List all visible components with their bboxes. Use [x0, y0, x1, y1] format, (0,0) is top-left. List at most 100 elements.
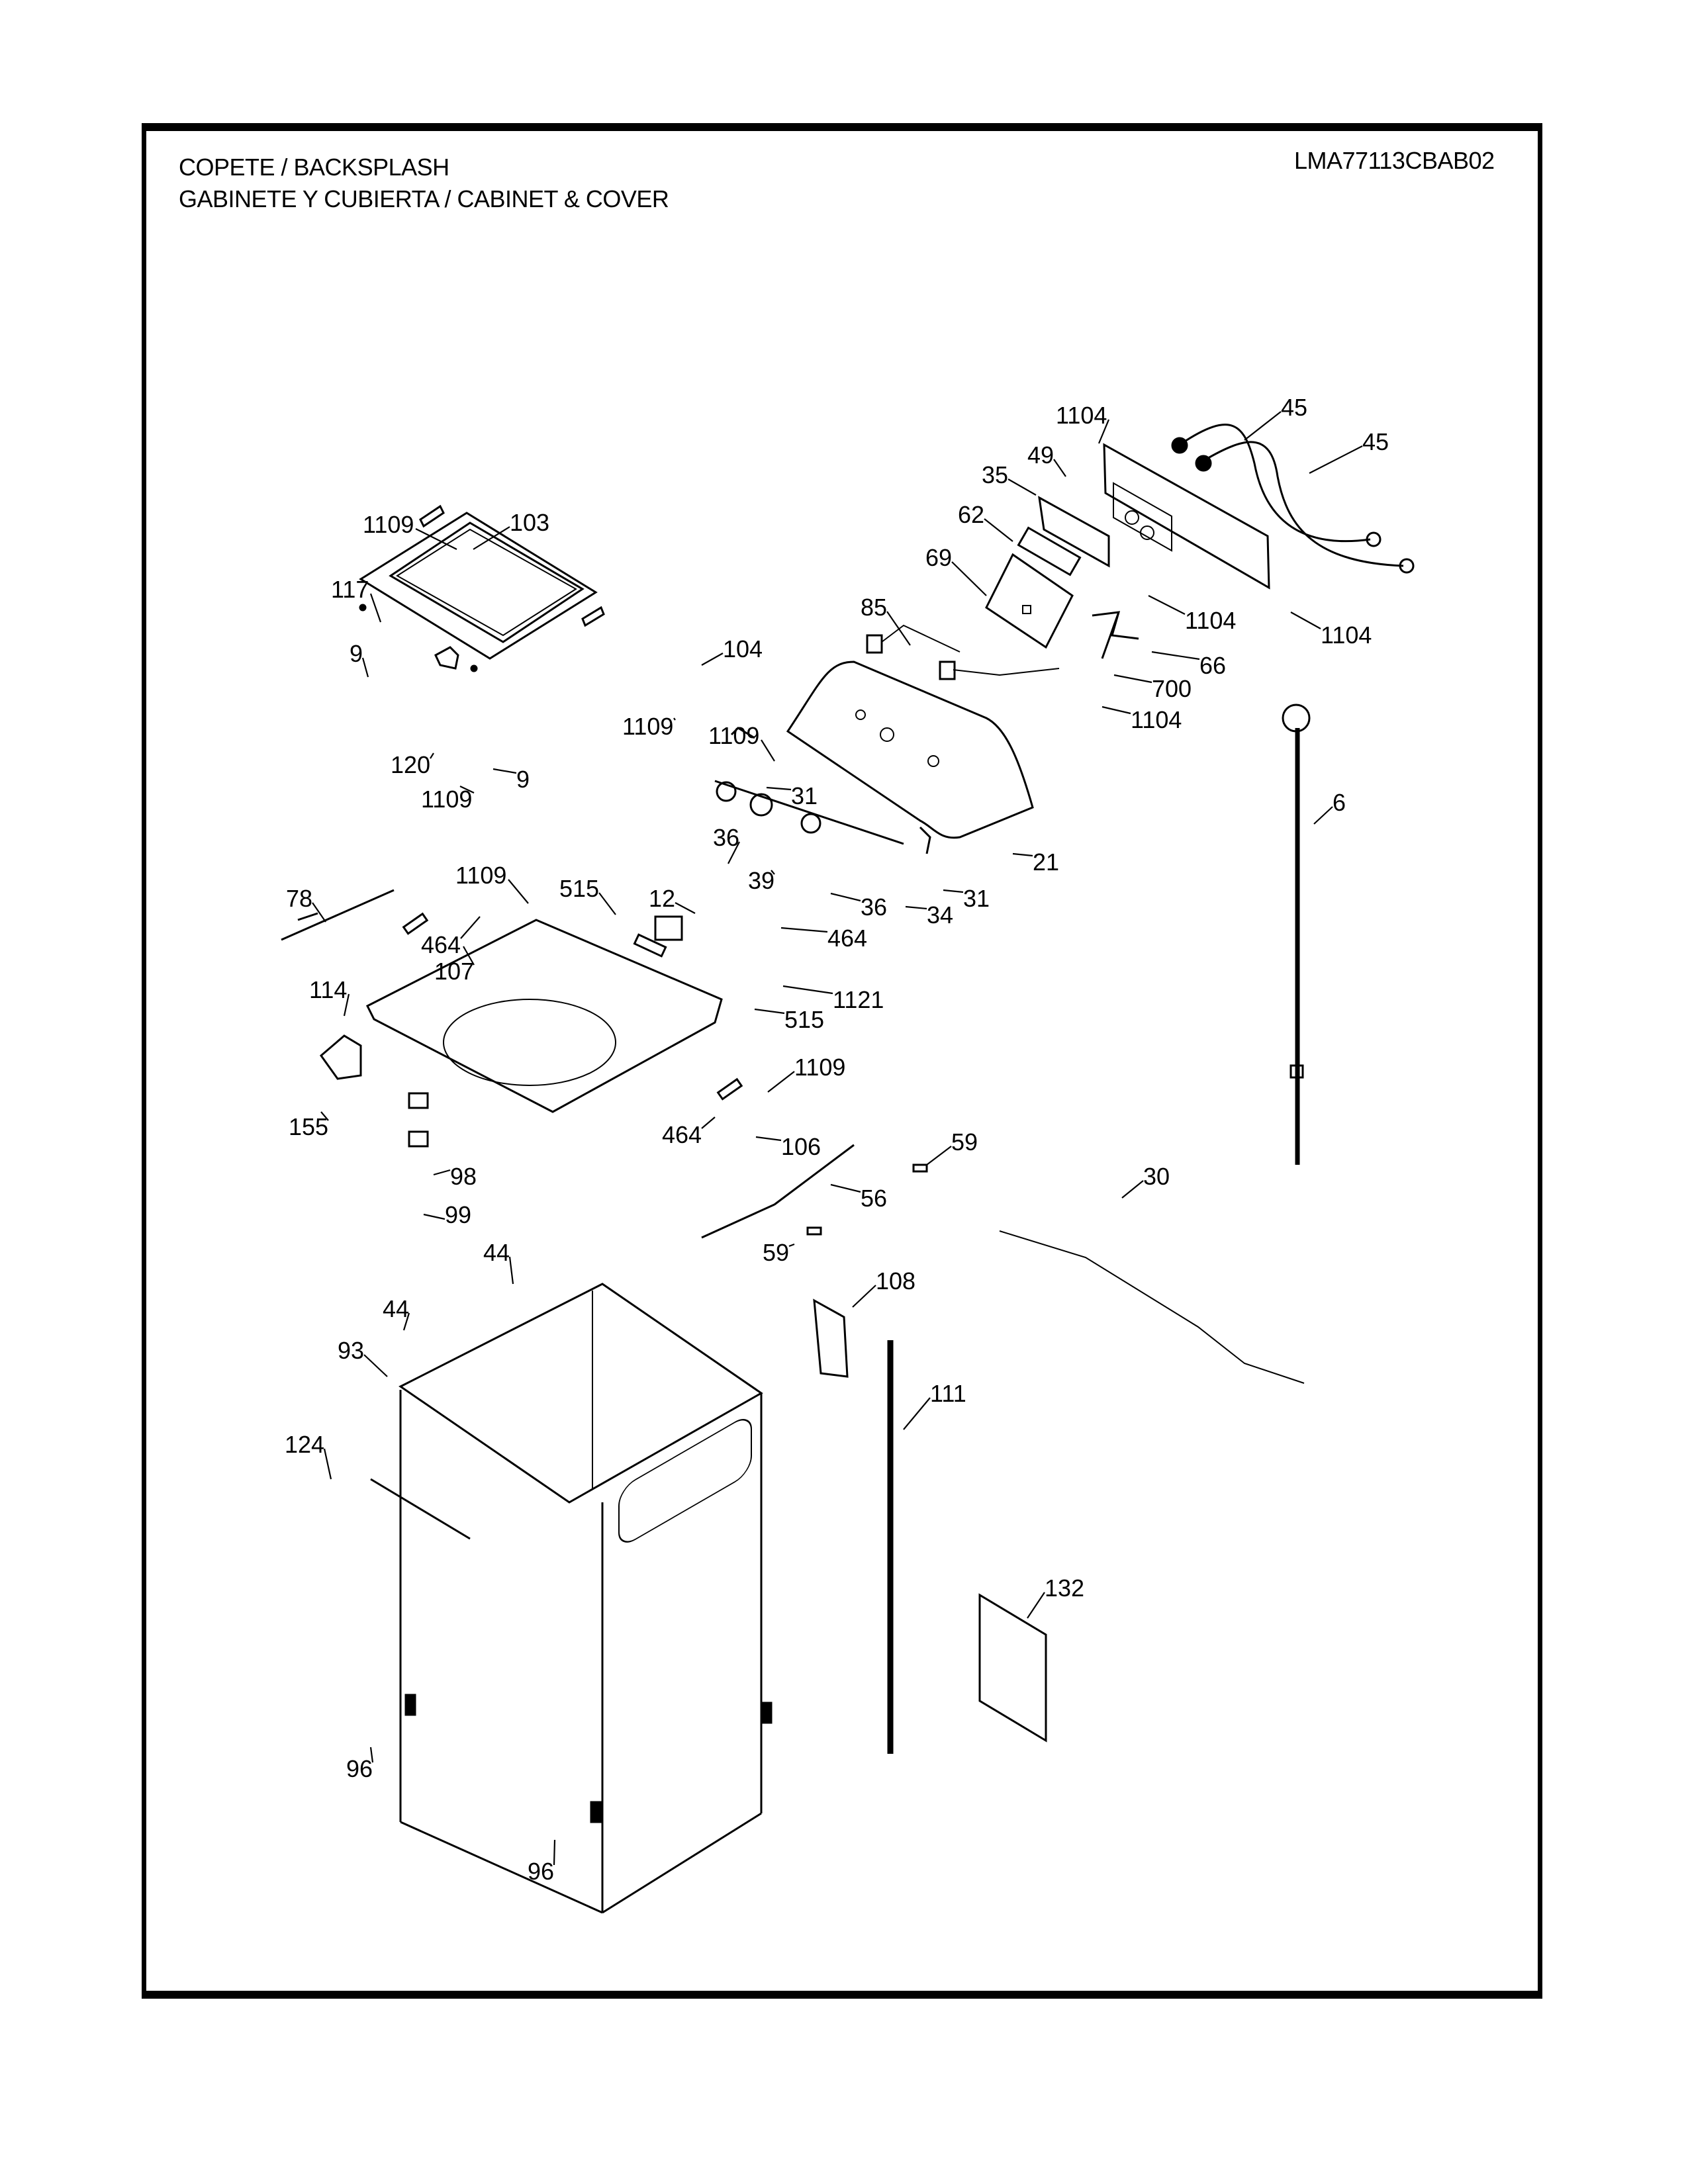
callout-label-12: 12	[649, 885, 675, 912]
callout-label-30: 30	[1143, 1163, 1170, 1190]
leveling-leg-part-96-front	[590, 1801, 602, 1823]
bumper-part-9-right	[470, 664, 478, 672]
leader-line-96	[553, 1839, 556, 1866]
leader-line-124	[323, 1448, 332, 1480]
leader-line-1109	[508, 879, 529, 904]
callout-label-1104: 1104	[1056, 402, 1107, 429]
callout-label-66: 66	[1199, 652, 1226, 679]
callout-label-515: 515	[559, 875, 599, 902]
leader-line-1109	[673, 717, 676, 721]
leader-line-1104	[1290, 612, 1321, 629]
leader-line-69	[951, 561, 987, 596]
cabinet-part-93	[399, 1283, 763, 1914]
leader-line-464	[701, 1116, 716, 1129]
callout-label-103: 103	[510, 509, 549, 536]
main-control-board-part-69	[985, 553, 1074, 649]
hinge-part-103	[419, 504, 445, 528]
leader-line-12	[675, 902, 696, 914]
callout-label-6: 6	[1333, 789, 1346, 816]
leader-line-99	[423, 1213, 445, 1220]
leader-line-9	[492, 768, 517, 774]
callout-label-9: 9	[350, 640, 363, 667]
leader-line-59	[788, 1243, 795, 1248]
callout-label-99: 99	[445, 1201, 471, 1228]
callout-label-1104: 1104	[1131, 706, 1182, 733]
leveling-leg-part-96-left	[404, 1694, 416, 1716]
callout-label-1109: 1109	[622, 713, 673, 740]
leader-line-96	[369, 1747, 374, 1763]
leader-line-120	[430, 752, 434, 759]
callout-label-132: 132	[1045, 1574, 1084, 1602]
callout-label-49: 49	[1027, 441, 1054, 469]
leader-lines	[312, 411, 1363, 1866]
page-border-frame	[142, 123, 1542, 1999]
harness-part-30	[999, 1230, 1305, 1384]
leader-line-59	[926, 1146, 952, 1165]
leader-line-464	[780, 927, 828, 933]
callout-label-120: 120	[391, 751, 430, 778]
leader-line-1121	[782, 985, 833, 995]
callout-label-1109: 1109	[363, 511, 414, 538]
leader-line-44	[402, 1312, 410, 1331]
sensor-board-part-62	[1017, 526, 1082, 576]
leader-line-1109	[459, 786, 475, 794]
callout-label-1109: 1109	[708, 722, 759, 749]
pump-bracket-part-108	[813, 1298, 849, 1378]
leader-line-98	[433, 1169, 451, 1176]
control-console-part-21	[786, 660, 1034, 839]
leader-line-1109	[415, 528, 457, 550]
harness-part-56	[701, 1144, 855, 1239]
leader-line-31	[766, 786, 792, 791]
leader-line-62	[984, 518, 1013, 542]
water-valve-part-12	[633, 915, 683, 958]
callout-label-111: 111	[930, 1380, 966, 1407]
callout-label-21: 21	[1033, 848, 1059, 876]
callout-label-104: 104	[723, 635, 763, 662]
callout-label-45: 45	[1281, 394, 1307, 421]
owner-manual-part-132	[978, 1593, 1047, 1743]
leader-line-21	[1012, 852, 1033, 857]
leader-line-30	[1121, 1180, 1144, 1199]
leader-line-132	[1027, 1592, 1045, 1619]
callout-label-59: 59	[763, 1239, 789, 1266]
lid-part-117	[359, 512, 598, 660]
leader-line-45	[1309, 445, 1363, 474]
leader-line-35	[1008, 478, 1037, 496]
leader-line-6	[1313, 806, 1333, 825]
callout-label-39: 39	[748, 867, 774, 894]
leader-line-107	[463, 946, 475, 966]
leader-line-49	[1053, 459, 1066, 477]
callout-label-98: 98	[450, 1163, 477, 1190]
leader-line-1109	[767, 1071, 795, 1093]
callout-label-117: 117	[331, 576, 369, 603]
callout-label-36: 36	[713, 824, 739, 851]
callout-label-45: 45	[1362, 428, 1389, 455]
callout-label-106: 106	[781, 1133, 821, 1160]
knob-part-39	[749, 793, 773, 817]
callout-label-114: 114	[309, 976, 347, 1003]
callout-label-155: 155	[289, 1113, 328, 1140]
power-cord-part-6	[1282, 704, 1311, 1165]
leader-line-515	[754, 1008, 785, 1015]
leader-line-117	[369, 593, 382, 623]
leader-line-114	[343, 993, 350, 1017]
leader-line-34	[905, 905, 927, 910]
knob-part-36-left	[716, 781, 737, 802]
leader-line-9	[361, 657, 369, 678]
switch-part-107	[402, 912, 429, 935]
leader-line-103	[473, 526, 510, 550]
callout-label-9: 9	[516, 766, 530, 793]
leader-line-111	[903, 1397, 931, 1430]
callout-label-62: 62	[958, 501, 984, 528]
callout-label-1109: 1109	[794, 1054, 845, 1081]
callout-label-464: 464	[827, 925, 867, 952]
callout-label-1109: 1109	[421, 786, 472, 813]
end-cap-part-31-left	[730, 727, 755, 739]
rear-panel-part-49	[1103, 443, 1270, 590]
lid-switch-harness-part-85	[866, 624, 1060, 680]
leader-line-93	[363, 1354, 388, 1377]
bracket-part-35	[1038, 496, 1110, 568]
leader-line-464	[460, 916, 481, 939]
